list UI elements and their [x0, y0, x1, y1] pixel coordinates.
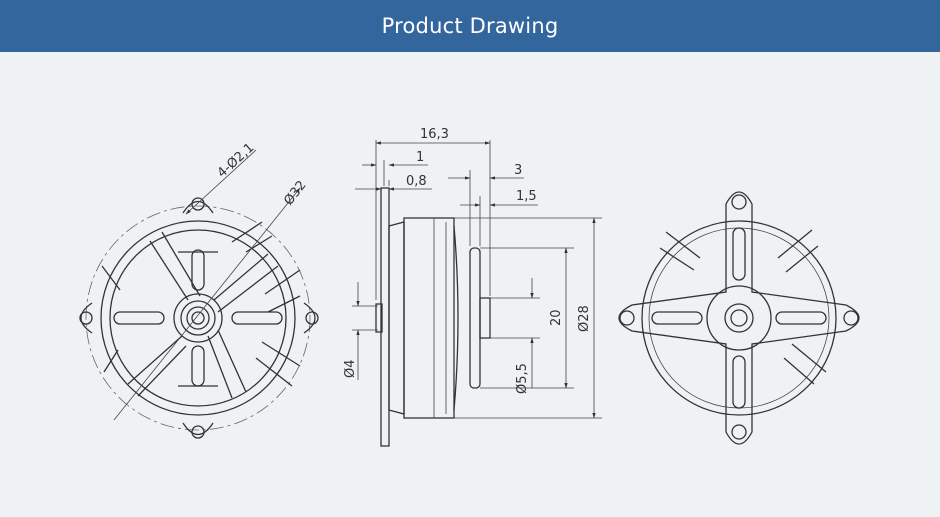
side-shaft-back: [375, 303, 383, 333]
front-ring-inner: [109, 229, 287, 407]
front-slot-right: [231, 311, 283, 325]
side-bell-curve: [453, 225, 459, 411]
page-title: Product Drawing: [381, 14, 559, 38]
front-holes-leader: [185, 149, 257, 215]
front-spokes: [101, 221, 301, 399]
side-bell: [403, 217, 455, 419]
mount-hole-right: [305, 311, 319, 325]
dim-shaft-3-label: 3: [514, 163, 522, 178]
rear-cross-mount: [618, 191, 860, 445]
front-shaft: [191, 311, 205, 325]
side-shaft-out: [479, 297, 491, 339]
dim-bell-20-label: 20: [549, 309, 564, 326]
dim-shaft-15-label: 1,5: [516, 189, 537, 204]
rear-ring-inner: [648, 227, 830, 409]
dim-length-label: 16,3: [420, 127, 449, 142]
front-mount-ears: [80, 200, 316, 436]
front-ring-outer: [100, 220, 296, 416]
front-slot-left: [113, 311, 165, 325]
side-extension-lines: [352, 140, 602, 419]
front-diameter-leader: [113, 187, 301, 421]
front-outer-dashed-circle: [85, 205, 311, 431]
rear-slot-left: [651, 311, 703, 325]
rear-mount-hole-bottom: [731, 424, 747, 440]
rear-ring-outer: [641, 220, 837, 416]
dim-adapter-dia-label: Ø5,5: [515, 363, 530, 394]
dim-shaft-dia-label: Ø4: [343, 359, 358, 378]
mount-hole-bottom: [191, 425, 205, 439]
rear-hub-outer: [706, 285, 772, 351]
mount-hole-top: [191, 197, 205, 211]
header-bar: Product Drawing: [0, 0, 940, 52]
front-diameter-label: Ø32: [281, 178, 309, 208]
rear-mount-hole-right: [843, 310, 859, 326]
front-view: Ø32 4-Ø2,1: [79, 140, 319, 439]
side-prop-adapter: [469, 247, 481, 389]
rear-hub-mid: [724, 303, 754, 333]
dim-flange-08-label: 0,8: [406, 174, 427, 189]
front-slot-caps: [178, 251, 218, 387]
dim-bell-dia-label: Ø28: [577, 305, 592, 332]
rear-diagonal-slots: [659, 229, 827, 385]
rear-slot-top: [732, 227, 746, 281]
rear-slot-right: [775, 311, 827, 325]
front-slot-bottom: [191, 345, 205, 387]
rear-view: [618, 191, 860, 445]
dim-flange-1-label: 1: [416, 150, 424, 165]
side-view: 16,3 1 0,8 3 1,5 Ø4 Ø5,5 20 Ø28: [343, 127, 602, 447]
front-hub-inner: [186, 306, 210, 330]
drawing-canvas: Ø32 4-Ø2,1 16,3 1 0,8 3: [79, 127, 860, 447]
mount-hole-left: [79, 311, 93, 325]
front-slot-top: [191, 249, 205, 291]
rear-mount-hole-top: [731, 194, 747, 210]
rear-slot-bottom: [732, 355, 746, 409]
side-base: [388, 221, 405, 415]
product-drawing: Ø32 4-Ø2,1 16,3 1 0,8 3: [0, 52, 940, 513]
rear-mount-hole-left: [619, 310, 635, 326]
rear-shaft: [730, 309, 748, 327]
front-hub-mid: [180, 300, 216, 336]
front-holes-label: 4-Ø2,1: [215, 140, 258, 181]
front-hub-outer: [173, 293, 223, 343]
